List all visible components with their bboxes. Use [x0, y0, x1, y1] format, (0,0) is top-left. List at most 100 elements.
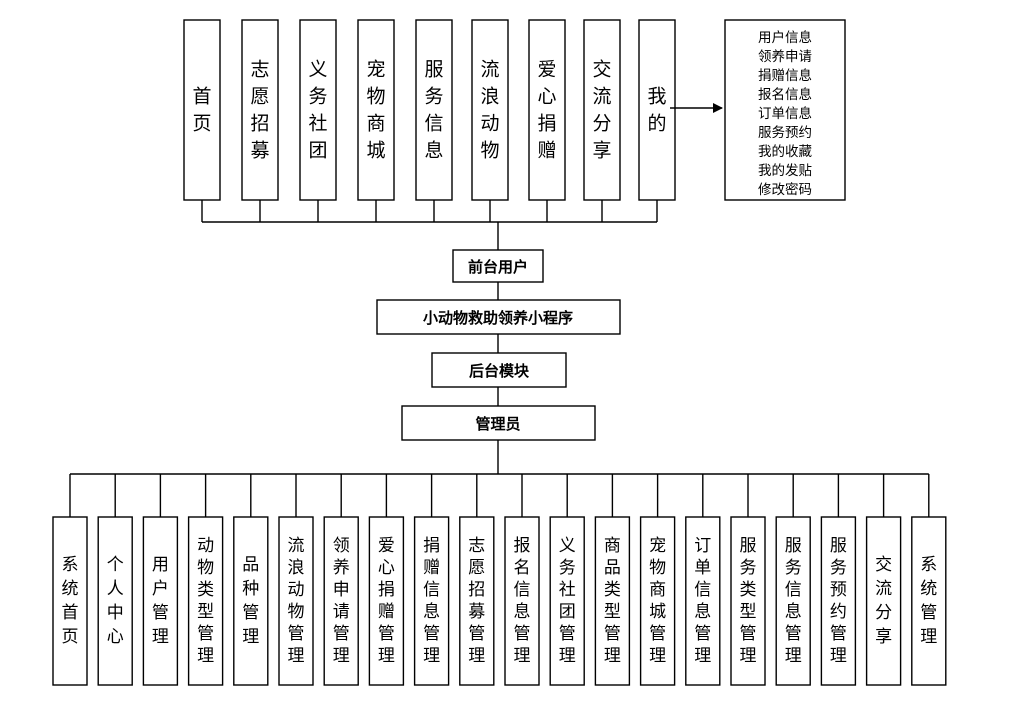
module-label-char: 管 — [604, 624, 621, 644]
module-frame — [183, 19, 221, 201]
module-label-char: 理 — [649, 646, 666, 666]
module-label-char: 页 — [192, 113, 211, 135]
module-label-char: 管 — [830, 624, 847, 644]
module-frame — [638, 19, 676, 201]
module-label-char: 捐 — [378, 580, 395, 600]
module-label-char: 物 — [366, 86, 385, 108]
module-frame — [233, 516, 269, 686]
frontend-module-box: 首页 — [183, 19, 221, 201]
module-label-char: 户 — [152, 579, 169, 599]
module-label-char: 管 — [559, 624, 576, 644]
frontend-user-box — [452, 249, 544, 283]
module-label-char: 单 — [694, 558, 711, 578]
module-label-char: 动 — [480, 113, 499, 135]
module-label-char: 我 — [647, 86, 666, 108]
module-frame — [528, 19, 566, 201]
module-label-char: 统 — [62, 579, 79, 599]
module-label-char: 种 — [242, 579, 259, 599]
module-label-char: 理 — [920, 627, 937, 647]
module-label-char: 请 — [333, 602, 350, 622]
my-submenu-item: 服务预约 — [758, 125, 812, 141]
module-label-char: 理 — [152, 627, 169, 647]
module-label-char: 预 — [830, 580, 847, 600]
module-label-char: 商 — [366, 113, 385, 135]
module-label-char: 流 — [288, 536, 305, 556]
module-frame — [549, 516, 585, 686]
module-label-char: 息 — [694, 602, 711, 622]
module-frame — [415, 19, 453, 201]
backend-module-box — [431, 352, 567, 388]
module-label-char: 理 — [242, 627, 259, 647]
module-label-char: 赠 — [378, 602, 395, 622]
module-frame — [52, 516, 88, 686]
module-frame — [471, 19, 509, 201]
my-submenu-item: 领养申请 — [758, 49, 812, 65]
module-label-char: 理 — [740, 646, 757, 666]
module-label-char: 管 — [649, 624, 666, 644]
module-frame — [865, 516, 902, 686]
module-frame — [820, 516, 857, 686]
module-label-char: 交 — [875, 555, 892, 575]
module-label-char: 管 — [197, 624, 214, 644]
module-label-char: 愿 — [250, 86, 269, 108]
module-label-char: 宠 — [366, 59, 385, 81]
admin-box — [401, 405, 596, 441]
module-label-char: 交 — [592, 59, 611, 81]
module-label-char: 浪 — [480, 86, 499, 108]
module-label-char: 信 — [424, 113, 443, 135]
module-label-char: 管 — [288, 624, 305, 644]
module-frame — [97, 516, 133, 686]
module-label-char: 养 — [333, 558, 350, 578]
my-submenu-frame — [724, 19, 846, 201]
module-label-char: 的 — [647, 113, 666, 135]
module-label-char: 型 — [604, 602, 621, 622]
my-submenu-item: 我的发贴 — [758, 163, 812, 179]
module-label-char: 领 — [333, 536, 350, 556]
module-label-char: 系 — [62, 555, 79, 575]
module-label-char: 品 — [604, 558, 621, 578]
module-label-char: 务 — [830, 558, 847, 578]
module-label-char: 管 — [468, 624, 485, 644]
system-name-node: 小动物救助领养小程序 — [376, 299, 621, 335]
module-label-char: 信 — [694, 580, 711, 600]
module-frame — [730, 516, 766, 686]
module-label-char: 管 — [333, 624, 350, 644]
module-label-char: 赠 — [423, 558, 440, 578]
module-label-char: 务 — [559, 558, 576, 578]
module-label-char: 爱 — [378, 536, 395, 556]
module-label-char: 首 — [62, 603, 79, 623]
module-label-char: 物 — [480, 140, 499, 162]
module-label-char: 管 — [152, 603, 169, 623]
my-submenu-item: 订单信息 — [758, 105, 812, 122]
module-label-char: 订 — [694, 536, 711, 556]
module-label-char: 义 — [559, 536, 576, 556]
module-frame — [187, 516, 224, 686]
module-label-char: 商 — [604, 536, 621, 556]
module-label-char: 人 — [107, 579, 124, 599]
my-submenu-item: 我的收藏 — [758, 144, 812, 160]
system-name-label: 小动物救助领养小程序 — [423, 309, 573, 327]
module-frame — [299, 19, 337, 201]
frontend-user-label: 前台用户 — [468, 258, 528, 276]
module-label-char: 物 — [649, 558, 666, 578]
module-label-char: 服 — [424, 59, 443, 81]
module-label-char: 心 — [537, 86, 556, 108]
module-label-char: 心 — [107, 627, 124, 647]
admin-node: 管理员 — [401, 405, 596, 441]
module-label-char: 流 — [875, 579, 892, 599]
admin-label: 管理员 — [475, 415, 520, 433]
module-label-char: 系 — [920, 555, 937, 575]
module-label-char: 享 — [592, 140, 611, 162]
module-label-char: 申 — [333, 580, 350, 600]
